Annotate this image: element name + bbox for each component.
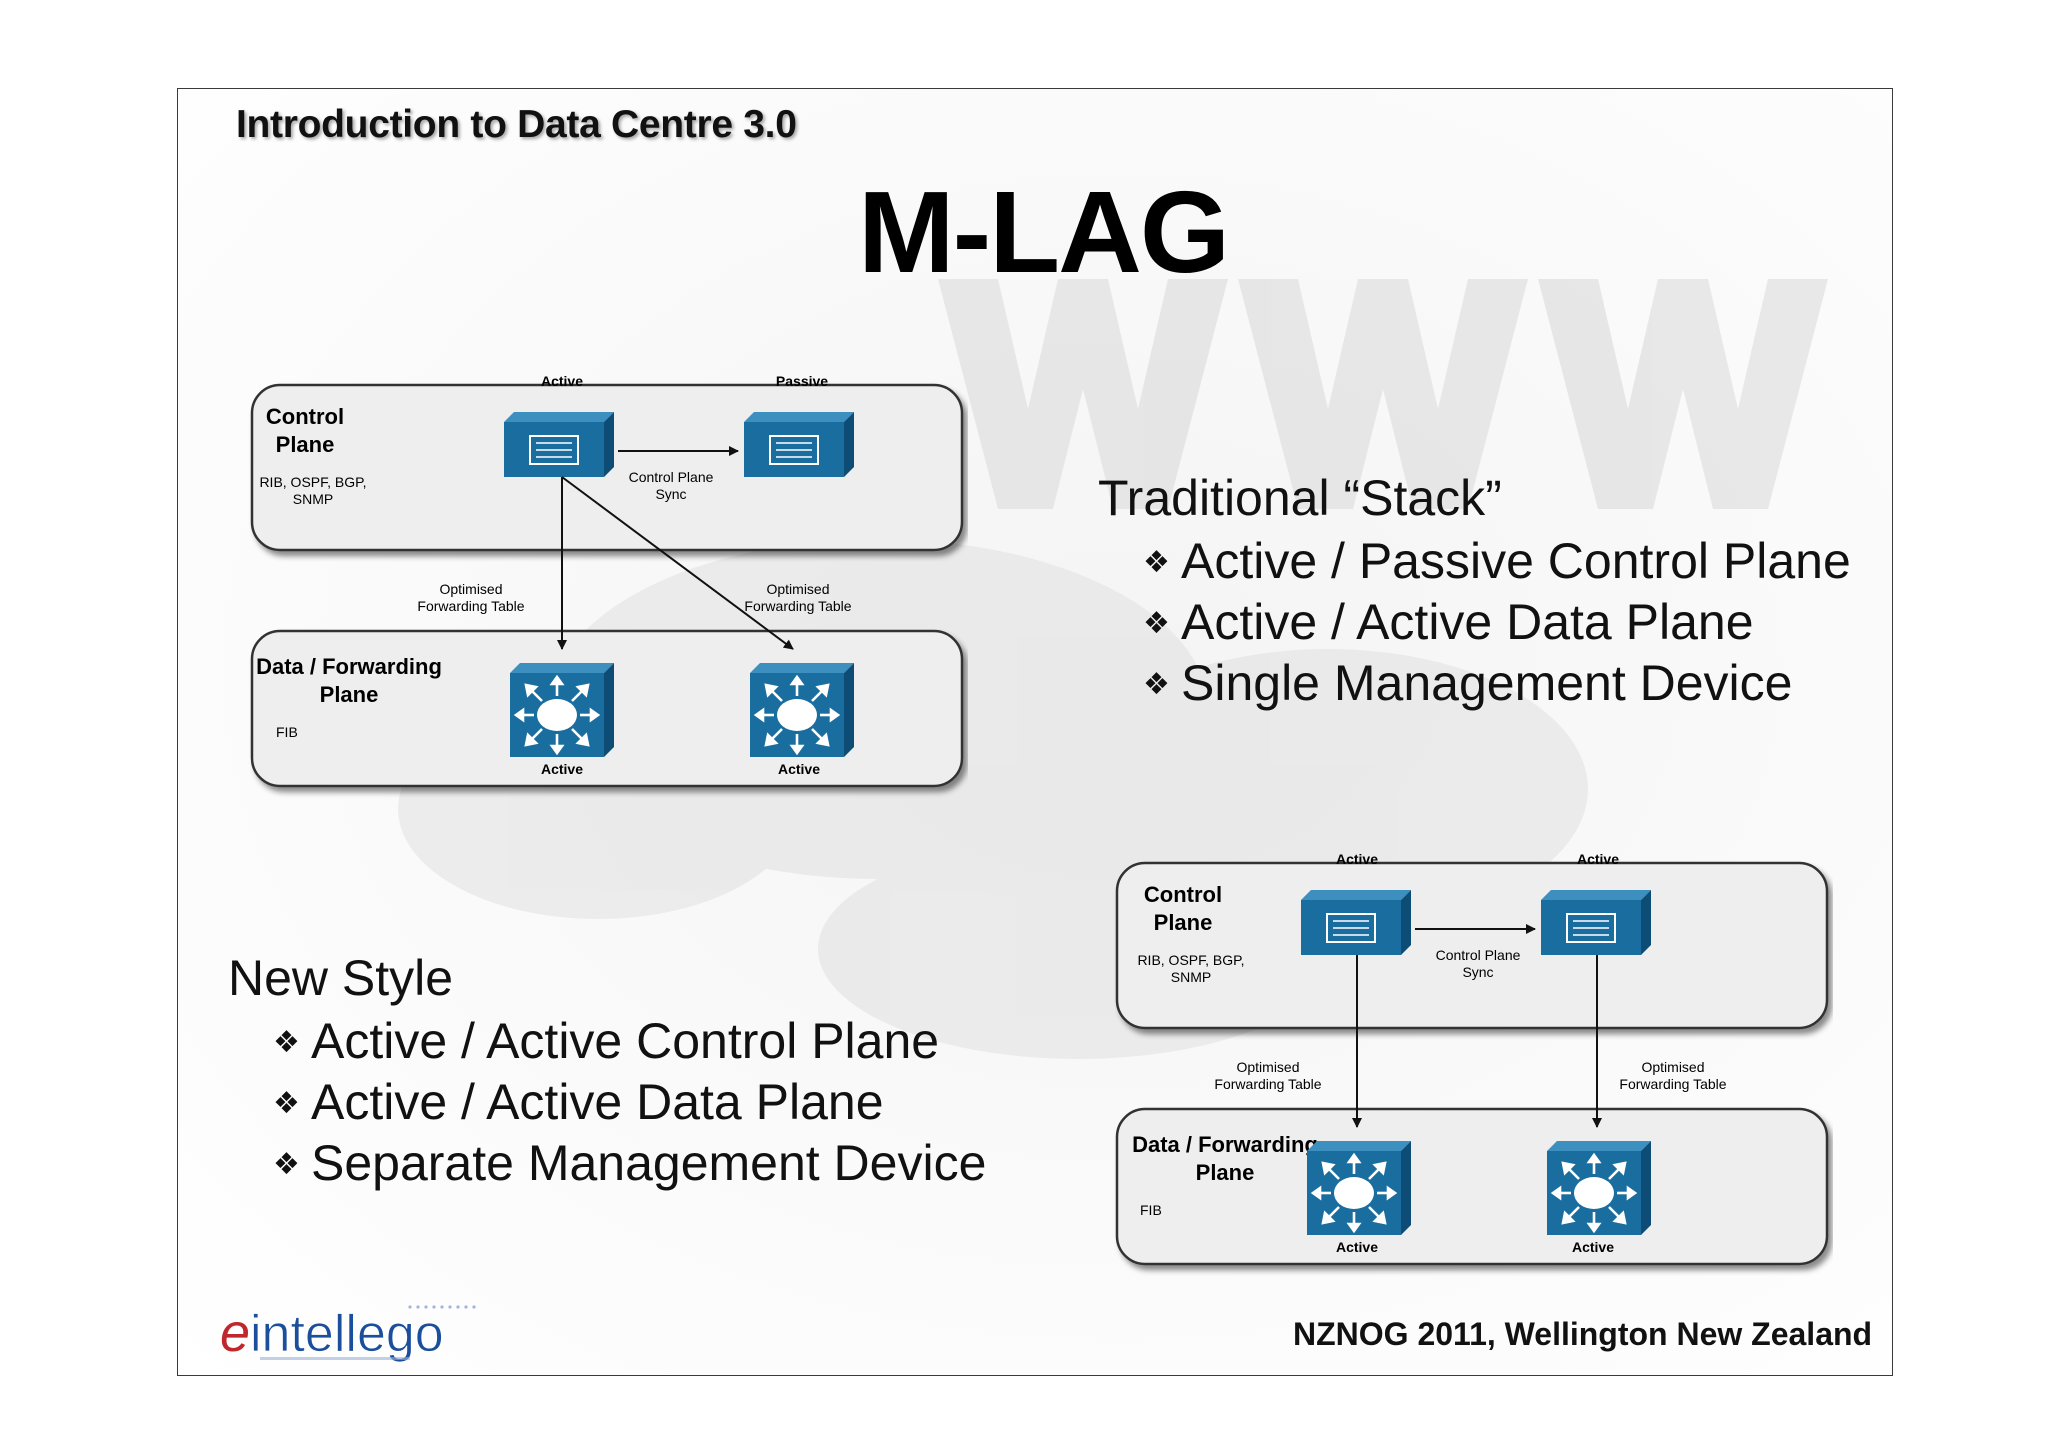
sync-label-2: Sync xyxy=(1462,964,1493,980)
footer-event-text: NZNOG 2011, Wellington New Zealand xyxy=(1293,1316,1873,1352)
new-style-bullet-list: ❖ Active / Active Control Plane ❖ Active /… xyxy=(273,1011,986,1194)
diamond-bullet-icon: ❖ xyxy=(273,1087,300,1120)
diamond-bullet-icon: ❖ xyxy=(273,1026,300,1059)
dp-right-state: Active xyxy=(778,761,820,777)
bullet-text: Separate Management Device xyxy=(311,1135,987,1191)
table-right-label-2: Forwarding Table xyxy=(1619,1076,1726,1092)
table-right-label-2: Forwarding Table xyxy=(744,598,851,614)
table-right-label-1: Optimised xyxy=(766,581,829,597)
new-style-heading: New Style xyxy=(228,950,454,1006)
sync-label-2: Sync xyxy=(655,486,686,502)
diamond-bullet-icon: ❖ xyxy=(273,1148,300,1181)
control-plane-device-right-icon xyxy=(1540,889,1652,956)
new-style-bullet: ❖ Active / Active Control Plane xyxy=(273,1011,986,1072)
bullet-text: Active / Active Data Plane xyxy=(1181,594,1754,650)
header-title: Introduction to Data Centre 3.0 xyxy=(236,103,797,146)
control-plane-title-2: Plane xyxy=(276,432,335,457)
data-plane-switch-left-icon xyxy=(1305,1139,1413,1237)
diagram-traditional-stack: Control Plane RIB, OSPF, BGP, SNMP Data … xyxy=(250,373,964,788)
traditional-bullet: ❖ Active / Passive Control Plane xyxy=(1143,531,1851,592)
table-left-label-1: Optimised xyxy=(439,581,502,597)
new-style-bullet: ❖ Separate Management Device xyxy=(273,1133,986,1194)
dp-right-state: Active xyxy=(1572,1239,1614,1255)
dp-left-state: Active xyxy=(1336,1239,1378,1255)
traditional-bullet: ❖ Active / Active Data Plane xyxy=(1143,592,1851,653)
data-plane-detail: FIB xyxy=(1140,1202,1162,1218)
control-plane-device-left-icon xyxy=(503,411,615,478)
diamond-bullet-icon: ❖ xyxy=(1143,607,1170,640)
cp-right-state: Active xyxy=(1577,851,1619,867)
new-style-bullet: ❖ Active / Active Data Plane xyxy=(273,1072,986,1133)
bullet-text: Active / Active Control Plane xyxy=(311,1013,940,1069)
diagram-mlag: Control Plane RIB, OSPF, BGP, SNMP Data … xyxy=(1115,851,1829,1266)
control-plane-detail-2: SNMP xyxy=(293,491,333,507)
control-plane-title-1: Control xyxy=(266,404,344,429)
control-plane-device-left-icon xyxy=(1300,889,1412,956)
forwarding-arrow-right xyxy=(561,476,794,650)
traditional-bullet: ❖ Single Management Device xyxy=(1143,653,1851,714)
control-plane-detail-2: SNMP xyxy=(1171,969,1211,985)
control-plane-title-1: Control xyxy=(1144,882,1222,907)
logo-wordmark: intellego xyxy=(250,1305,444,1363)
logo-letter-e: e xyxy=(220,1303,250,1363)
data-plane-detail: FIB xyxy=(276,724,298,740)
sync-label-1: Control Plane xyxy=(1436,947,1521,963)
data-plane-switch-right-icon xyxy=(1545,1139,1653,1237)
table-left-label-2: Forwarding Table xyxy=(417,598,524,614)
table-left-label-2: Forwarding Table xyxy=(1214,1076,1321,1092)
data-plane-switch-right-icon xyxy=(748,661,856,759)
control-plane-title-2: Plane xyxy=(1154,910,1213,935)
slide: Introduction to Data Centre 3.0 M-LAG Co… xyxy=(177,88,1893,1376)
diamond-bullet-icon: ❖ xyxy=(1143,668,1170,701)
control-plane-detail-1: RIB, OSPF, BGP, xyxy=(1137,952,1244,968)
control-plane-device-right-icon xyxy=(743,411,855,478)
bullet-text: Single Management Device xyxy=(1181,655,1793,711)
table-left-label-1: Optimised xyxy=(1236,1059,1299,1075)
bullet-text: Active / Passive Control Plane xyxy=(1181,533,1851,589)
bullet-text: Active / Active Data Plane xyxy=(311,1074,884,1130)
slide-title: M-LAG xyxy=(858,167,1230,297)
traditional-heading: Traditional “Stack” xyxy=(1098,470,1502,526)
control-plane-box xyxy=(1115,861,1829,1030)
diamond-bullet-icon: ❖ xyxy=(1143,546,1170,579)
cp-right-state: Passive xyxy=(776,373,828,389)
data-plane-title-1: Data / Forwarding xyxy=(256,654,442,679)
control-plane-detail-1: RIB, OSPF, BGP, xyxy=(259,474,366,490)
traditional-bullet-list: ❖ Active / Passive Control Plane ❖ Active … xyxy=(1143,531,1851,714)
sync-label-1: Control Plane xyxy=(629,469,714,485)
data-plane-switch-left-icon xyxy=(508,661,616,759)
table-right-label-1: Optimised xyxy=(1641,1059,1704,1075)
data-plane-title-2: Plane xyxy=(1196,1160,1255,1185)
cp-left-state: Active xyxy=(1336,851,1378,867)
data-plane-title-1: Data / Forwarding xyxy=(1132,1132,1318,1157)
cp-left-state: Active xyxy=(541,373,583,389)
data-plane-title-2: Plane xyxy=(320,682,379,707)
eintellego-logo: e intellego xyxy=(220,1303,476,1363)
dp-left-state: Active xyxy=(541,761,583,777)
